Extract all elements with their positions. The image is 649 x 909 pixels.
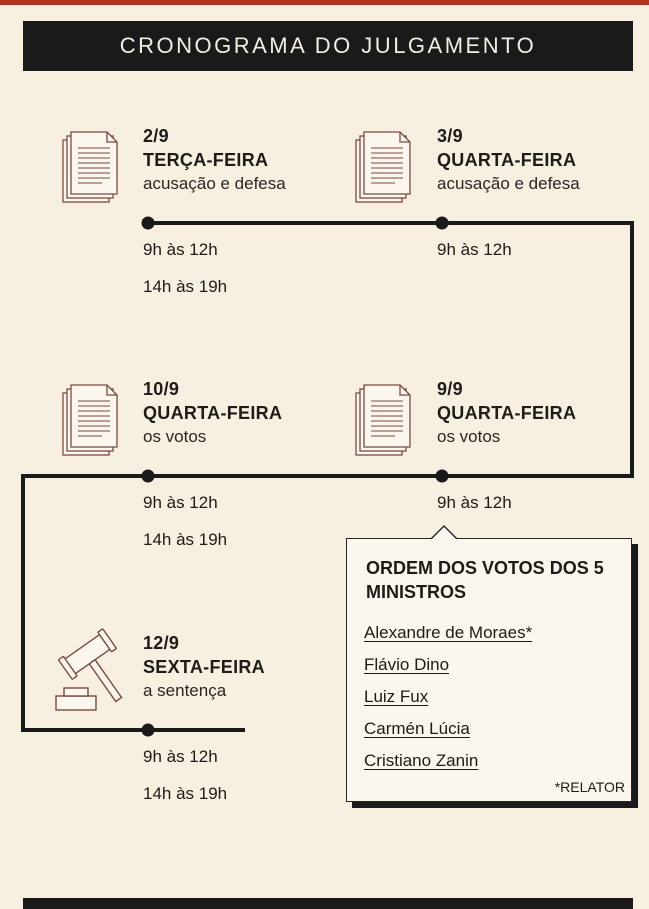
minister-link[interactable]: Cristiano Zanin [364, 751, 479, 770]
session-time: 9h às 12h [143, 493, 218, 512]
session-desc: acusação e defesa [437, 174, 580, 193]
session-day: QUARTA-FEIRA [437, 403, 577, 423]
timeline-dot [141, 216, 155, 230]
session-time: 9h às 12h [437, 493, 512, 512]
document-icon [355, 131, 411, 203]
session-date: 3/9 [437, 126, 463, 146]
callout-pointer-fill [431, 527, 457, 540]
session-12-9: 12/9 SEXTA-FEIRA a sentença [143, 631, 265, 703]
callout-title: ORDEM DOS VOTOS DOS 5 MINISTROS [366, 558, 604, 602]
timeline-dot [141, 723, 155, 737]
session-9-9: 9/9 QUARTA-FEIRA os votos [437, 377, 576, 449]
session-day: QUARTA-FEIRA [437, 150, 577, 170]
document-icon [355, 384, 411, 456]
document-icon [62, 131, 118, 203]
session-desc: acusação e defesa [143, 174, 286, 193]
minister-link[interactable]: Flávio Dino [364, 655, 450, 674]
session-time: 9h às 12h [143, 747, 218, 766]
bottom-bar [23, 898, 633, 909]
session-date: 10/9 [143, 379, 180, 399]
session-date: 9/9 [437, 379, 463, 399]
session-time: 14h às 19h [143, 530, 228, 549]
session-desc: os votos [437, 427, 501, 446]
timeline-dot [435, 469, 449, 483]
session-day: SEXTA-FEIRA [143, 657, 265, 677]
minister-link[interactable]: Alexandre de Moraes* [364, 623, 533, 642]
session-time: 9h às 12h [437, 240, 512, 259]
session-time: 9h às 12h [143, 240, 218, 259]
minister-link[interactable]: Luiz Fux [364, 687, 429, 706]
session-3-9: 3/9 QUARTA-FEIRA acusação e defesa [437, 124, 580, 196]
session-day: TERÇA-FEIRA [143, 150, 269, 170]
session-time: 14h às 19h [143, 277, 228, 296]
top-accent-bar [0, 0, 649, 5]
gavel-icon [55, 628, 123, 711]
document-icon [62, 384, 118, 456]
session-day: QUARTA-FEIRA [143, 403, 283, 423]
timeline-dot [435, 216, 449, 230]
session-time: 14h às 19h [143, 784, 228, 803]
session-desc: a sentença [143, 681, 227, 700]
timeline-dot [141, 469, 155, 483]
session-desc: os votos [143, 427, 207, 446]
relator-note: *RELATOR [554, 779, 625, 795]
ministers-list: Alexandre de Moraes* Flávio Dino Luiz Fu… [364, 617, 532, 777]
minister-link[interactable]: Carmén Lúcia [364, 719, 470, 738]
session-2-9: 2/9 TERÇA-FEIRA acusação e defesa [143, 124, 286, 196]
session-date: 12/9 [143, 633, 180, 653]
page-title: CRONOGRAMA DO JULGAMENTO [23, 21, 633, 71]
session-date: 2/9 [143, 126, 169, 146]
ministers-callout: ORDEM DOS VOTOS DOS 5 MINISTROS Alexandr… [346, 538, 632, 802]
session-10-9: 10/9 QUARTA-FEIRA os votos [143, 377, 282, 449]
